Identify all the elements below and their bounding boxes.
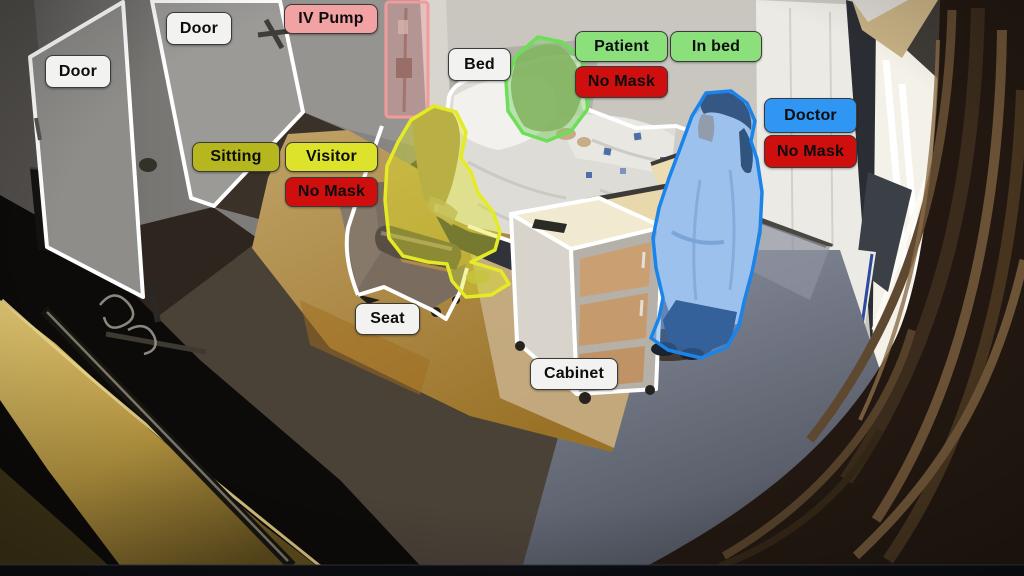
label-patient-role: Patient: [575, 31, 668, 62]
label-visitor-state: Sitting: [192, 142, 280, 172]
label-door-left: Door: [45, 55, 111, 88]
label-bed: Bed: [448, 48, 511, 81]
label-door-center: Door: [166, 12, 232, 45]
label-cabinet: Cabinet: [530, 358, 618, 390]
label-doctor-no-mask: No Mask: [764, 135, 857, 168]
label-seat: Seat: [355, 303, 420, 335]
label-patient-state: In bed: [670, 31, 762, 62]
label-doctor-role: Doctor: [764, 98, 857, 133]
label-patient-no-mask: No Mask: [575, 66, 668, 98]
label-iv-pump: IV Pump: [284, 4, 378, 34]
label-visitor-role: Visitor: [285, 142, 378, 172]
label-visitor-no-mask: No Mask: [285, 177, 378, 207]
